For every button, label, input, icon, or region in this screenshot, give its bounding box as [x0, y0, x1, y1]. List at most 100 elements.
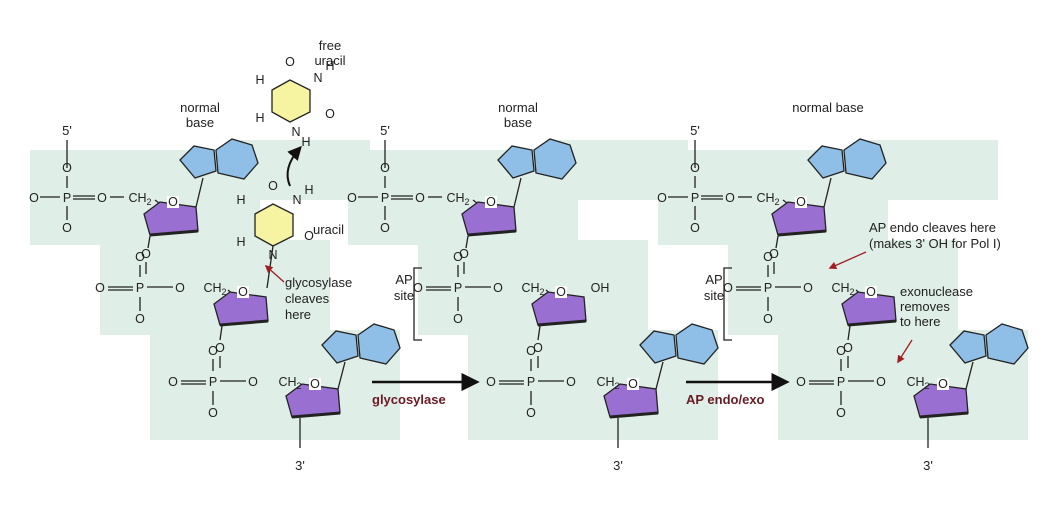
ring-oxygen-bg [555, 286, 567, 298]
uracil-h5: H [236, 193, 245, 207]
five-prime-end: 5' [62, 123, 72, 138]
low-phosphate-phosphorus: P [837, 375, 845, 389]
sugar-front-edge [777, 229, 827, 237]
ring-oxygen: O [310, 377, 320, 391]
top-phosphate-oxygen-right: O [415, 191, 425, 205]
mid-phosphate-oxygen-right: O [175, 281, 185, 295]
low-base-pentagon [949, 330, 987, 364]
free-uracil-n1: N [291, 125, 300, 139]
low-base-hexagon [357, 323, 401, 365]
low-phosphate-oxygen-bottom: O [208, 406, 218, 420]
ch2-label: CH2 [203, 281, 226, 297]
low-glycosidic-bond [337, 361, 346, 390]
backbone-shading [30, 140, 1028, 440]
mid-phosphate-oxygen-bottom: O [453, 312, 463, 326]
mid-phosphate-phosphorus: P [454, 281, 462, 295]
release-arrow [286, 145, 302, 187]
low-phosphate-oxygen-top: O [836, 344, 846, 358]
top-phosphate-phosphorus: P [63, 191, 71, 205]
ch2-label: CH2 [596, 375, 619, 391]
ch2-label: CH2 [446, 191, 469, 207]
top-phosphate-oxygen-left: O [347, 191, 357, 205]
sugar-front-edge [291, 411, 341, 419]
mid-phosphate-oxygen-bottom: O [135, 312, 145, 326]
mid-sugar [213, 291, 269, 326]
top-base-label: normal base [792, 100, 864, 115]
low-phosphate-oxygen-top: O [208, 344, 218, 358]
mid-phosphate-oxygen-left: O [95, 281, 105, 295]
mid-sugar-3prime-oxygen: O [843, 341, 853, 355]
low-base-hexagon [985, 323, 1029, 365]
ring-oxygen: O [628, 377, 638, 391]
ch2-label: CH2 [278, 375, 301, 391]
uracil-h6: H [236, 235, 245, 249]
ch2-label: CH2 [128, 191, 151, 207]
low-phosphate-oxygen-right: O [248, 375, 258, 389]
glycosylase-note: glycosylase [285, 275, 352, 290]
low-phosphate-oxygen-bottom: O [836, 406, 846, 420]
free-uracil-h3: H [325, 59, 334, 73]
low-glycosidic-bond [655, 361, 664, 390]
ap-site-label: AP [705, 272, 722, 287]
ring-oxygen: O [556, 285, 566, 299]
top-sugar-3prime-bond [147, 235, 151, 249]
top-base-hexagon [215, 138, 259, 180]
top-sugar-3prime-oxygen: O [769, 247, 779, 261]
uracil-ring [254, 203, 294, 247]
exo-note: exonuclease [900, 284, 973, 299]
backbone-structures [40, 79, 1029, 448]
three-prime-end: 3' [613, 458, 623, 473]
ring-oxygen: O [168, 195, 178, 209]
top-sugar [771, 201, 827, 236]
top-phosphate-oxygen-left: O [29, 191, 39, 205]
sugar-front-edge [467, 229, 517, 237]
top-sugar-3prime-oxygen: O [141, 247, 151, 261]
free-uracil-h6: H [255, 111, 264, 125]
top-phosphate-oxygen-bottom: O [62, 221, 72, 235]
backbone-shade-1 [100, 240, 330, 335]
uracil-label: uracil [313, 222, 344, 237]
low-phosphate-oxygen-left: O [486, 375, 496, 389]
backbone-shade-3 [868, 140, 998, 200]
top-glycosidic-bond [513, 177, 522, 208]
low-base-pentagon [321, 330, 359, 364]
ap-site-bracket [413, 267, 422, 341]
top-phosphate-phosphorus: P [691, 191, 699, 205]
mid-sugar-3prime-oxygen: O [533, 341, 543, 355]
mid-phosphate-oxygen-top: O [135, 250, 145, 264]
top-phosphate-oxygen-bottom: O [690, 221, 700, 235]
free-uracil-label: uracil [314, 53, 345, 68]
three-prime-end: 3' [923, 458, 933, 473]
backbone-shade-2 [150, 330, 400, 440]
uracil-o2: O [304, 229, 314, 243]
sugar-front-edge [609, 411, 659, 419]
ap-site-oh: OH [591, 281, 610, 295]
mid-phosphate-oxygen-right: O [493, 281, 503, 295]
top-base-hexagon [843, 138, 887, 180]
low-phosphate-oxygen-right: O [566, 375, 576, 389]
top-base-pentagon [497, 145, 535, 179]
uracil-o4: O [268, 179, 278, 193]
top-base-label: normal [180, 100, 220, 115]
low-sugar [603, 383, 659, 418]
exo-note: removes [900, 299, 950, 314]
ring-oxygen-bg [309, 378, 321, 390]
low-phosphate-oxygen-bottom: O [526, 406, 536, 420]
low-base-pentagon [639, 330, 677, 364]
mid-sugar-3prime-bond [537, 325, 541, 341]
free-uracil-o2: O [325, 107, 335, 121]
exo-remove-arrow [897, 339, 913, 364]
ring-oxygen: O [938, 377, 948, 391]
ch2-label: CH2 [831, 281, 854, 297]
top-phosphate-oxygen-top: O [690, 161, 700, 175]
ring-oxygen: O [486, 195, 496, 209]
low-phosphate-oxygen-left: O [168, 375, 178, 389]
top-phosphate-oxygen-right: O [97, 191, 107, 205]
sugar-front-edge [537, 319, 587, 327]
free-uracil-h1: H [301, 135, 310, 149]
top-glycosidic-bond [195, 177, 204, 208]
mid-sugar-3prime-bond [847, 325, 851, 341]
three-prime-end: 3' [295, 458, 305, 473]
exo-note: to here [900, 314, 940, 329]
glycosylase-note: here [285, 307, 311, 322]
